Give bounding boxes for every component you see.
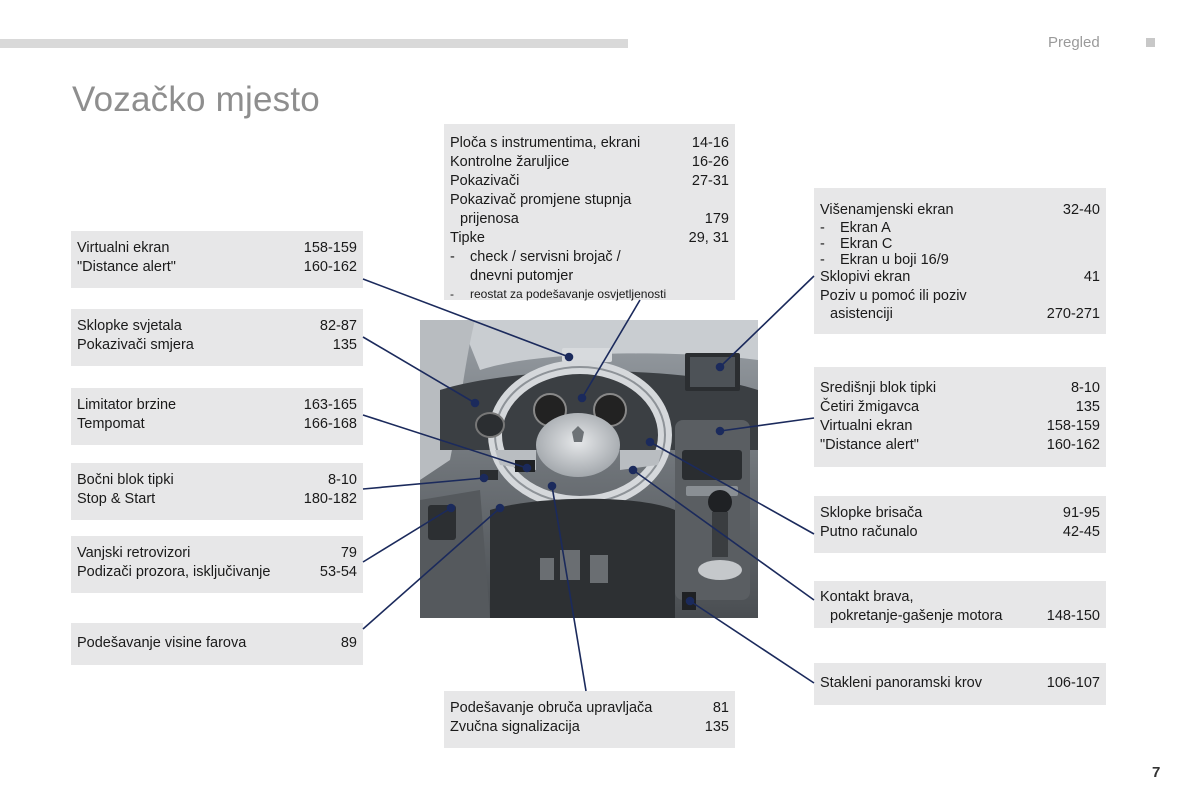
header-rule <box>0 39 628 48</box>
index-row: -Ekran A <box>820 220 891 236</box>
index-row: -reostat za podešavanje osvjetljenosti <box>450 287 667 301</box>
index-row: Pokazivač promjene stupnja <box>450 192 632 208</box>
page-title: Vozačko mjesto <box>72 80 320 119</box>
section-marker <box>1146 38 1155 47</box>
cockpit-photo <box>420 320 758 618</box>
index-row: "Distance alert"160-162 <box>77 259 357 275</box>
index-row: Poziv u pomoć ili poziv <box>820 288 967 304</box>
index-row: -check / servisni brojač / dnevni putomj… <box>450 249 621 284</box>
index-row: -Ekran u boji 16/9 <box>820 252 949 268</box>
index-row: -Ekran C <box>820 236 893 252</box>
section-label: Pregled <box>1048 34 1100 51</box>
page-number: 7 <box>1152 764 1161 781</box>
box-ignition-switch: Kontakt brava, pokretanje-gašenje motora… <box>814 581 1106 628</box>
index-row: Kontakt brava, <box>820 589 914 605</box>
index-row: "Distance alert"160-162 <box>820 437 1100 453</box>
